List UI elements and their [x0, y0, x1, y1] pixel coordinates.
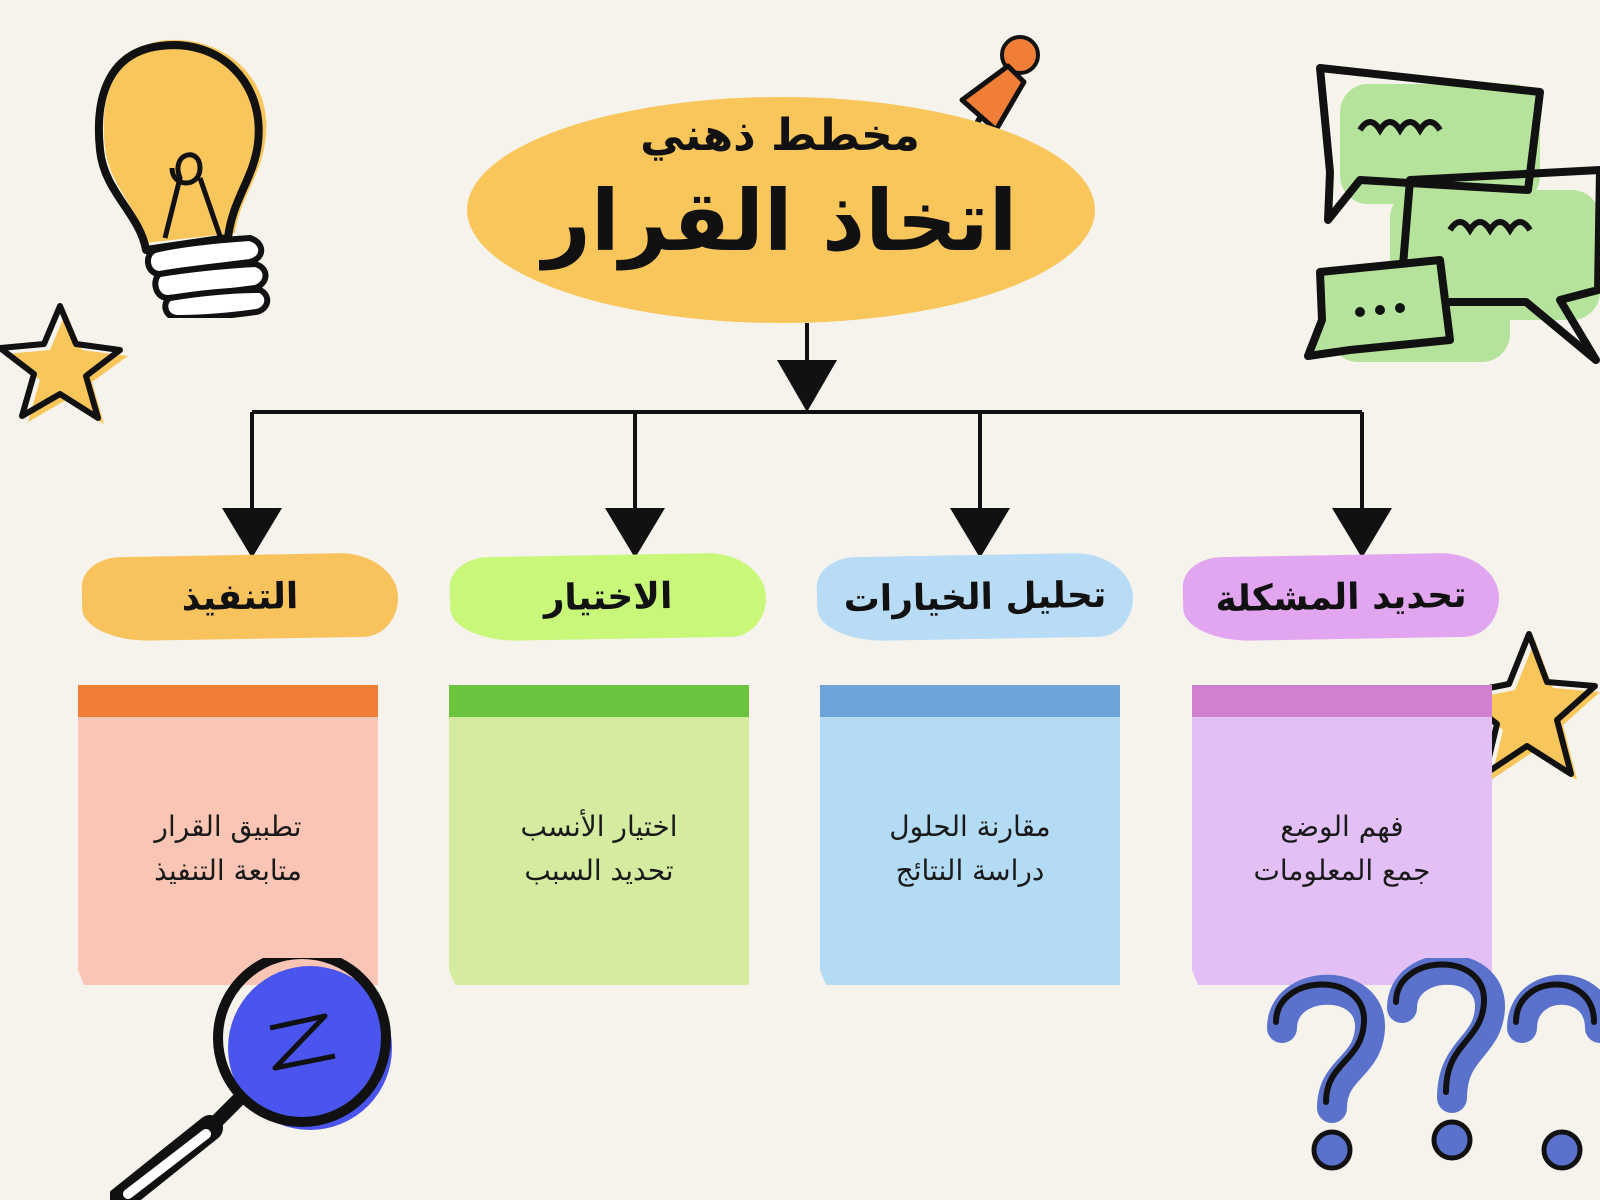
note-strip — [820, 685, 1120, 717]
sticky-note-analysis: مقارنة الحلول دراسة النتائج — [820, 685, 1120, 985]
branch-label-choice: الاختيار — [449, 552, 767, 642]
question-marks-icon — [1267, 958, 1600, 1171]
note-line: جمع المعلومات — [1253, 854, 1431, 887]
star-icon — [0, 303, 128, 424]
magnifying-glass-icon — [110, 958, 392, 1200]
note-line: تطبيق القرار — [154, 810, 302, 843]
note-line: متابعة التنفيذ — [154, 854, 302, 887]
arrowhead-analysis — [950, 508, 1010, 558]
branch-label-analysis: تحليل الخيارات — [816, 552, 1134, 642]
arrowhead-problem — [1332, 508, 1392, 558]
note-strip — [449, 685, 749, 717]
note-strip — [1192, 685, 1492, 717]
speech-bubbles-icon — [1304, 64, 1600, 364]
arrowhead-execution — [222, 508, 282, 558]
diagram-title: اتخاذ القرار — [542, 172, 1018, 270]
note-line: فهم الوضع — [1280, 810, 1404, 843]
note-line: اختيار الأنسب — [520, 810, 678, 843]
note-line: دراسة النتائج — [895, 854, 1045, 887]
diagram-subtitle: مخطط ذهني — [640, 110, 920, 161]
note-line: مقارنة الحلول — [889, 810, 1051, 843]
lightbulb-icon — [94, 39, 271, 318]
arrowhead-choice — [605, 508, 665, 558]
arrowhead-root — [777, 360, 837, 412]
branch-label-problem: تحديد المشكلة — [1182, 552, 1500, 642]
note-strip — [78, 685, 378, 717]
sticky-note-choice: اختيار الأنسب تحديد السبب — [449, 685, 749, 985]
sticky-note-problem: فهم الوضع جمع المعلومات — [1192, 685, 1492, 985]
title-oval — [467, 97, 1095, 323]
sticky-note-execution: تطبيق القرار متابعة التنفيذ — [78, 685, 378, 985]
branch-label-execution: التنفيذ — [81, 552, 399, 642]
note-line: تحديد السبب — [524, 854, 674, 887]
